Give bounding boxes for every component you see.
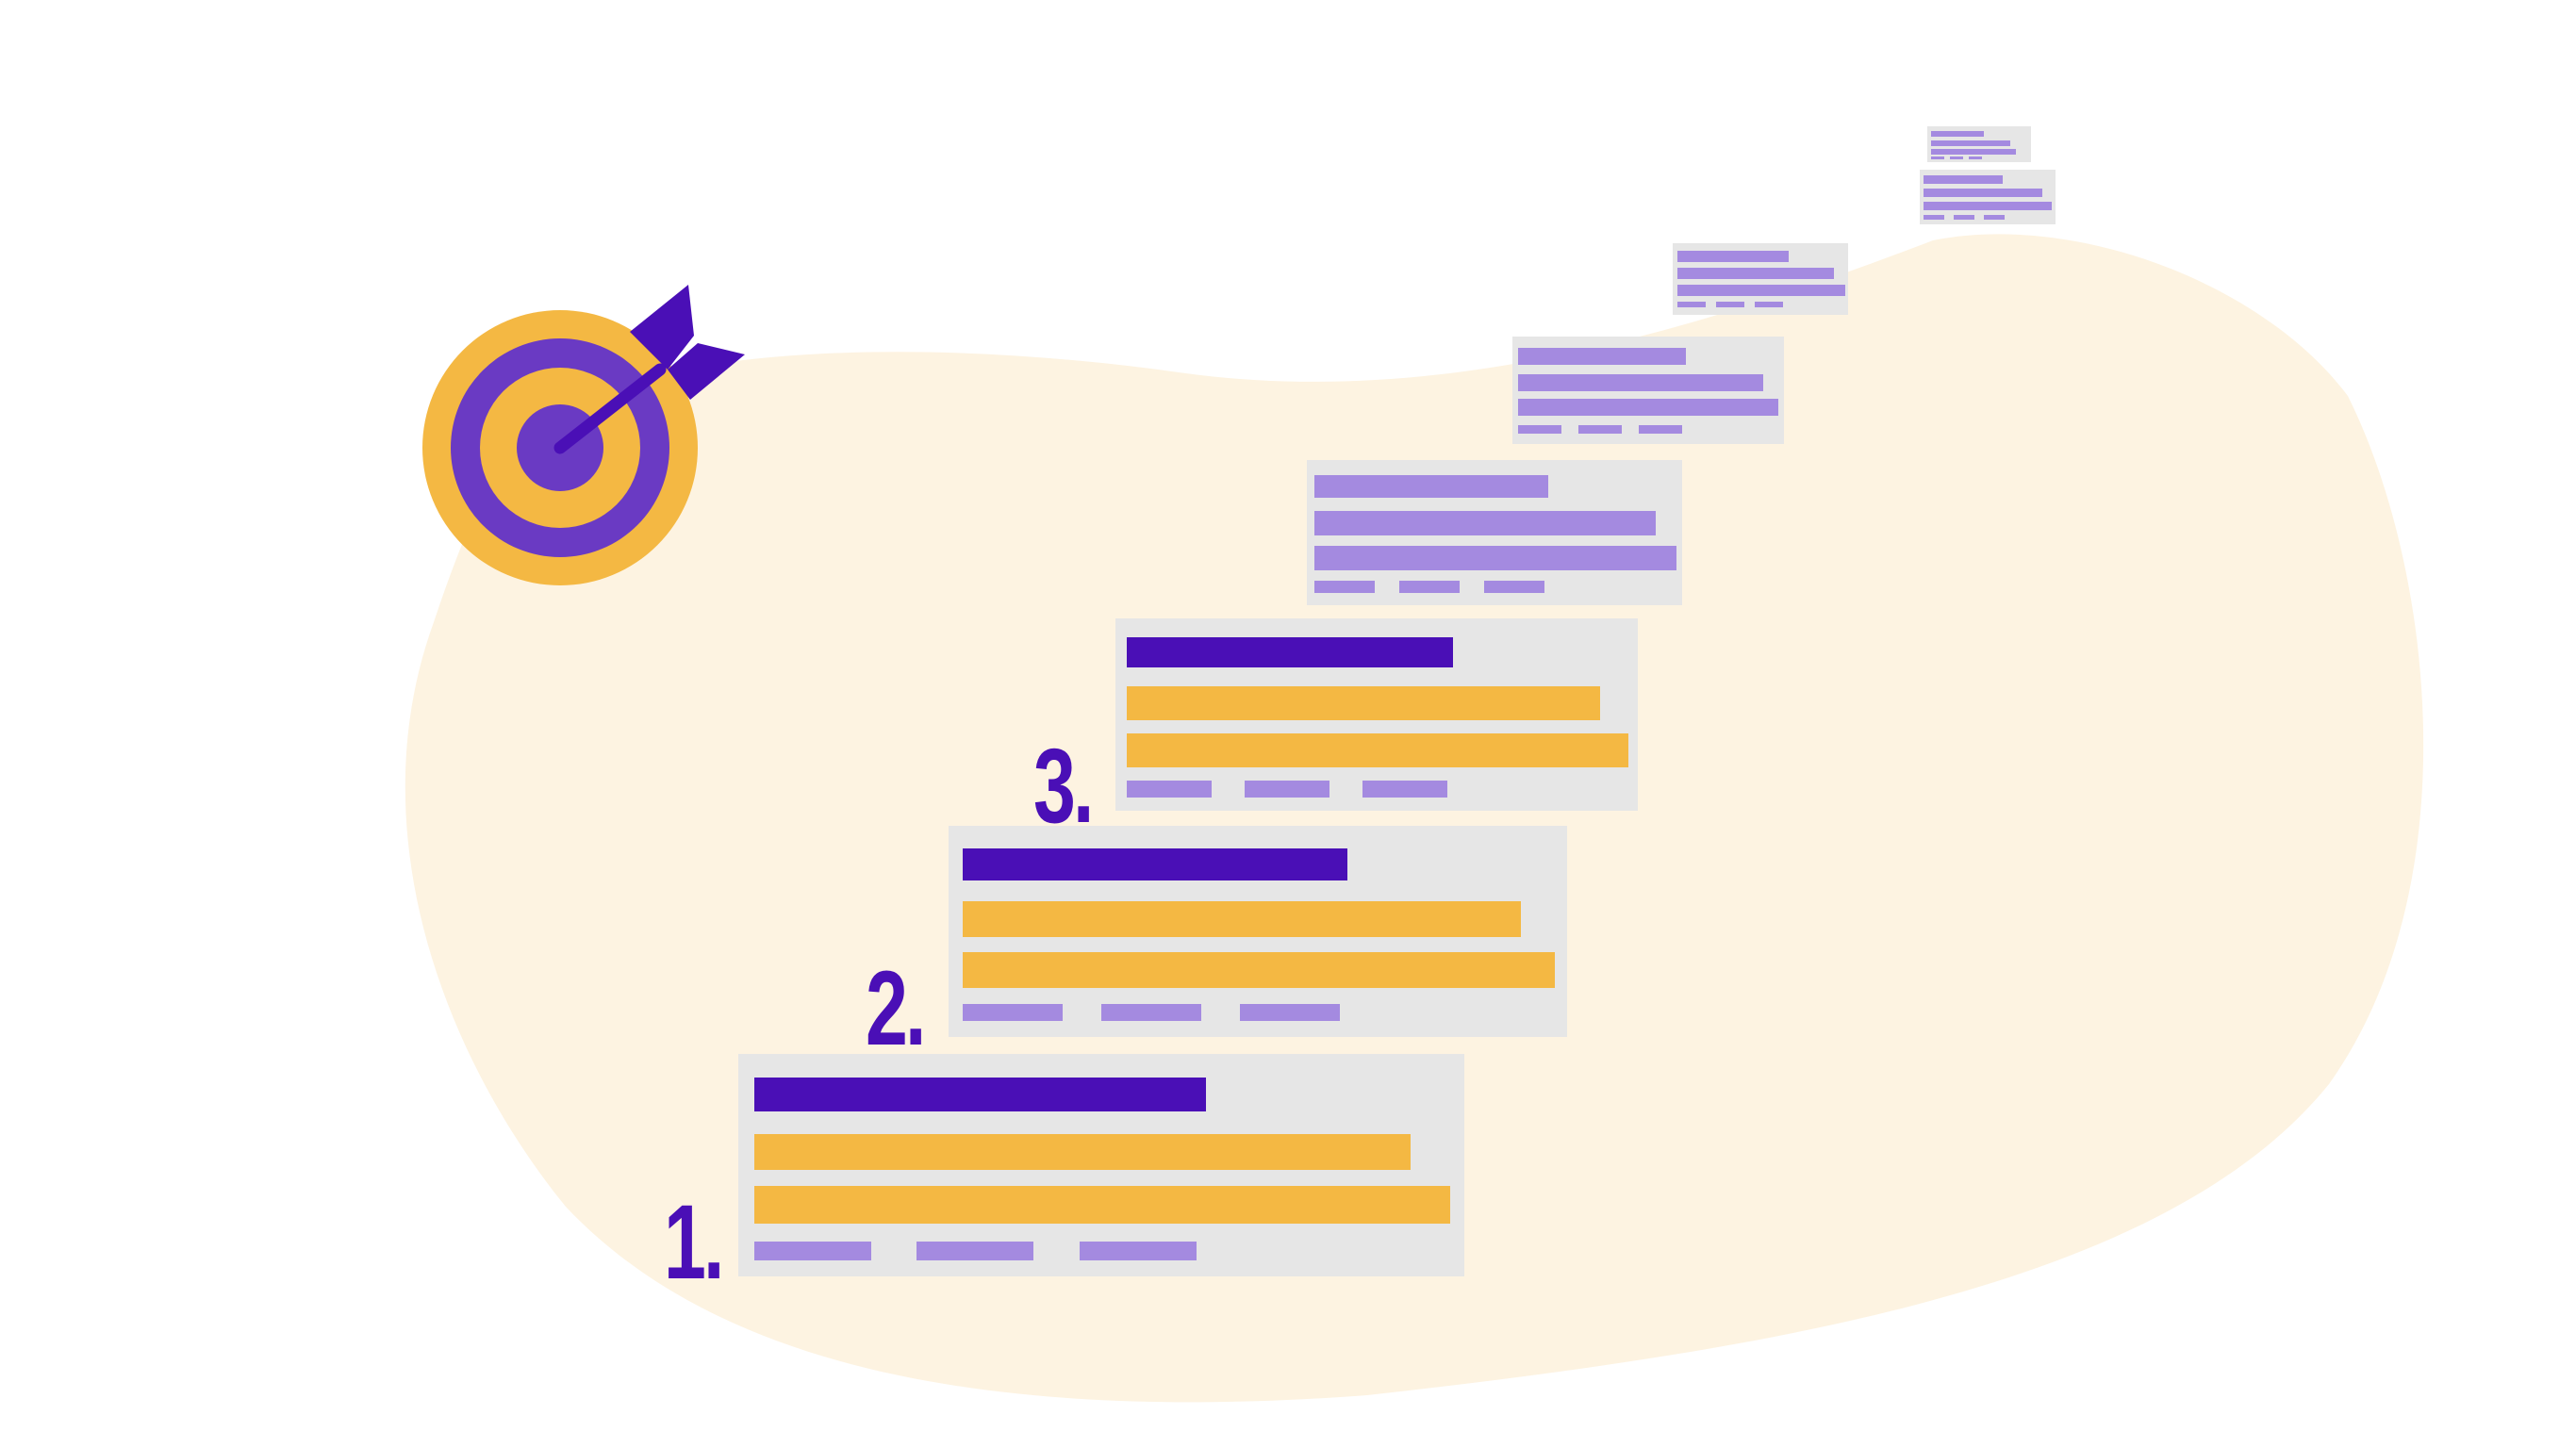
result-title-bar — [1931, 131, 1984, 137]
result-meta-bar — [1245, 781, 1329, 798]
result-meta-bar — [1984, 215, 2005, 220]
result-meta-bar — [1518, 425, 1561, 434]
result-snippet-bar — [1518, 399, 1778, 416]
result-snippet-bar — [1931, 140, 2010, 146]
result-title-bar — [754, 1078, 1206, 1111]
result-snippet-bar — [1127, 733, 1628, 767]
search-result-card-7 — [1920, 170, 2056, 224]
search-result-card-1 — [738, 1054, 1464, 1276]
result-meta-bar — [1954, 215, 1974, 220]
result-snippet-bar — [963, 952, 1555, 988]
search-result-card-8 — [1927, 126, 2031, 162]
search-result-card-4 — [1307, 460, 1682, 605]
result-title-bar — [1677, 251, 1789, 262]
result-meta-bar — [1240, 1004, 1340, 1021]
result-meta-bar — [1362, 781, 1447, 798]
result-title-bar — [963, 848, 1347, 880]
rank-number-2: 2. — [866, 949, 926, 1067]
result-snippet-bar — [1677, 285, 1845, 296]
dart-icon — [553, 285, 745, 454]
result-meta-bar — [1755, 302, 1783, 307]
result-title-bar — [1314, 475, 1548, 498]
search-result-card-3 — [1115, 618, 1638, 811]
result-snippet-bar — [1924, 189, 2042, 197]
result-snippet-bar — [963, 901, 1521, 937]
result-meta-bar — [1080, 1242, 1197, 1260]
result-snippet-bar — [754, 1134, 1411, 1170]
result-snippet-bar — [1127, 686, 1600, 720]
result-meta-bar — [1127, 781, 1212, 798]
search-result-card-5 — [1512, 337, 1784, 444]
result-meta-bar — [963, 1004, 1063, 1021]
result-meta-bar — [1101, 1004, 1201, 1021]
result-snippet-bar — [1314, 511, 1656, 535]
result-meta-bar — [1950, 156, 1963, 159]
result-snippet-bar — [1677, 268, 1834, 279]
search-result-card-2 — [949, 826, 1567, 1037]
result-snippet-bar — [1518, 374, 1763, 391]
result-title-bar — [1127, 637, 1453, 667]
result-meta-bar — [1484, 581, 1544, 593]
result-title-bar — [1518, 348, 1686, 365]
result-meta-bar — [1399, 581, 1460, 593]
result-title-bar — [1924, 175, 2003, 184]
search-result-card-6 — [1673, 243, 1848, 315]
rank-number-1: 1. — [664, 1183, 724, 1301]
result-snippet-bar — [754, 1186, 1450, 1224]
result-meta-bar — [916, 1242, 1033, 1260]
result-meta-bar — [754, 1242, 871, 1260]
result-meta-bar — [1716, 302, 1744, 307]
result-meta-bar — [1677, 302, 1706, 307]
result-snippet-bar — [1314, 546, 1676, 570]
result-meta-bar — [1578, 425, 1622, 434]
result-meta-bar — [1931, 156, 1944, 159]
result-snippet-bar — [1924, 202, 2052, 210]
result-meta-bar — [1314, 581, 1375, 593]
target-with-dart — [422, 285, 745, 585]
result-meta-bar — [1924, 215, 1944, 220]
result-snippet-bar — [1931, 149, 2016, 155]
result-meta-bar — [1969, 156, 1982, 159]
rank-number-3: 3. — [1033, 727, 1094, 845]
result-meta-bar — [1639, 425, 1682, 434]
